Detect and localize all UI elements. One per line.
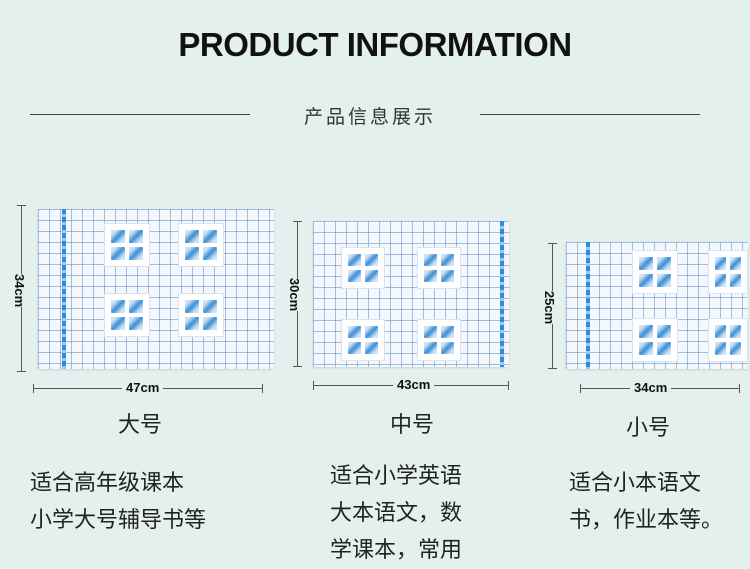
- label-card: [104, 293, 150, 337]
- size-name: 小号: [626, 416, 671, 441]
- label-card: [104, 223, 150, 267]
- page-subtitle: 产品信息展示: [303, 106, 436, 128]
- width-label: 43cm: [393, 377, 435, 392]
- size-name: 中号: [390, 413, 435, 438]
- tape-strip: [500, 221, 504, 367]
- label-card: [178, 223, 224, 267]
- divider-left: [30, 114, 250, 115]
- label-card: [178, 293, 224, 337]
- product-description: 适合小学英语 大本语文，数 学课本，常用: [330, 464, 463, 563]
- label-card: [417, 319, 461, 361]
- product-image-small: [566, 242, 748, 369]
- width-label: 47cm: [122, 380, 164, 395]
- height-label: 25cm: [540, 290, 560, 325]
- product-description: 适合小本语文 书，作业本等。: [569, 471, 724, 533]
- tape-strip: [62, 209, 66, 369]
- size-name: 大号: [118, 413, 163, 438]
- height-label: 34cm: [10, 273, 30, 308]
- label-card: [341, 319, 385, 361]
- product-image-medium: [313, 221, 509, 367]
- tape-strip: [586, 242, 590, 369]
- label-card: [417, 247, 461, 289]
- label-card: [708, 250, 748, 294]
- label-card: [632, 318, 678, 362]
- product-image-large: [38, 209, 274, 369]
- label-card: [708, 318, 748, 362]
- label-card: [632, 250, 678, 294]
- divider-right: [480, 114, 700, 115]
- page-title: PRODUCT INFORMATION: [178, 26, 572, 63]
- label-card: [341, 247, 385, 289]
- height-label: 30cm: [285, 277, 305, 312]
- width-label: 34cm: [630, 380, 672, 395]
- subtitle-row: 产品信息展示: [30, 100, 710, 130]
- product-description: 适合高年级课本 小学大号辅导书等: [30, 471, 207, 533]
